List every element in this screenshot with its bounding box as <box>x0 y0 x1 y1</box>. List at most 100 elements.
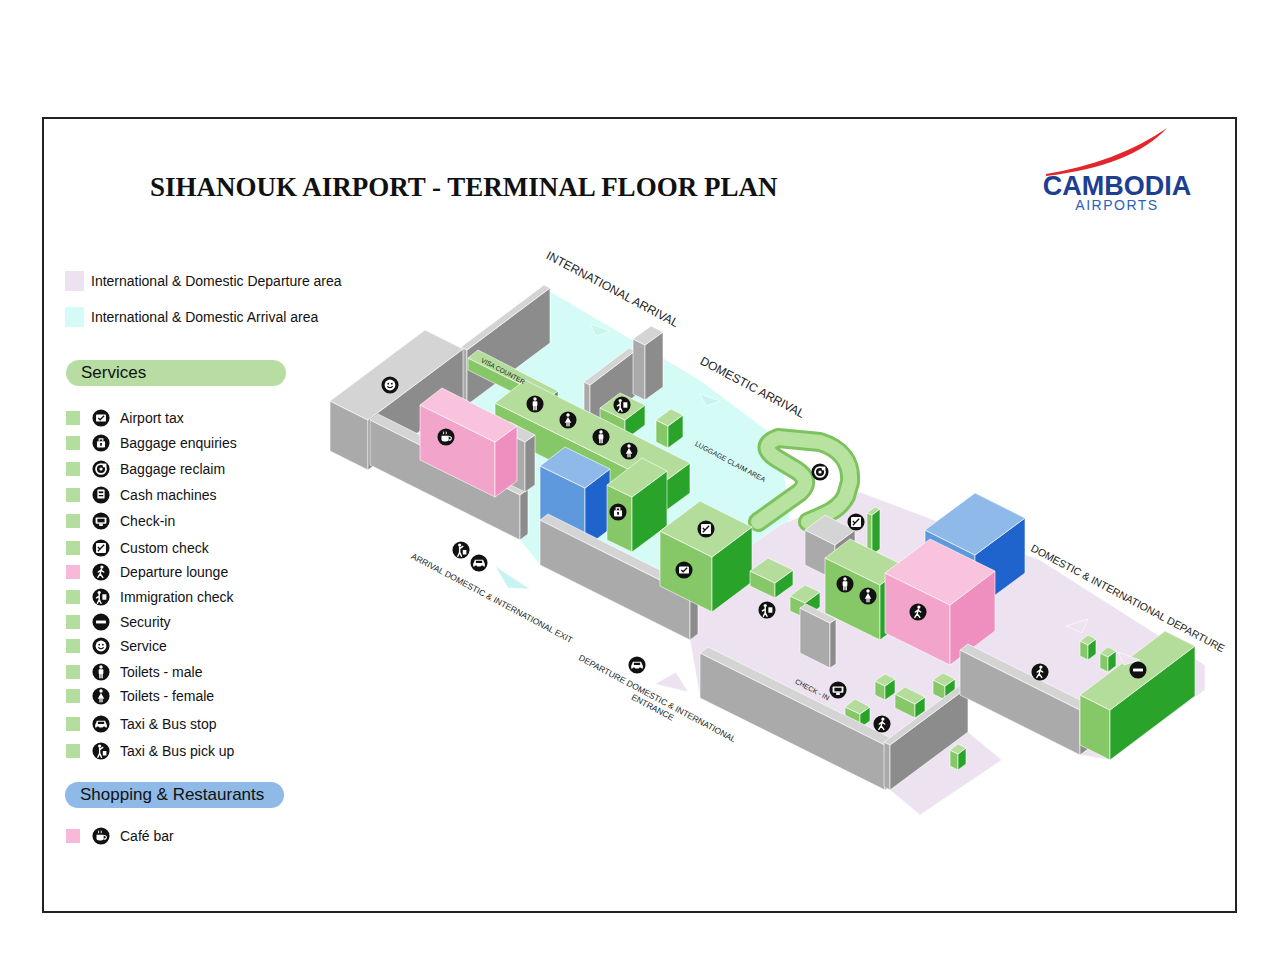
legend-icon <box>92 512 109 529</box>
page-title: SIHANOUK AIRPORT - TERMINAL FLOOR PLAN <box>150 172 777 203</box>
direction-arrow <box>495 566 530 589</box>
plan-icon <box>381 376 398 393</box>
legend-label: Service <box>120 638 167 654</box>
legend-label: Toilets - female <box>120 688 214 704</box>
block-face <box>830 619 836 668</box>
legend-swatch <box>66 829 80 843</box>
logo-swoosh <box>1046 128 1167 176</box>
counter-block <box>750 558 793 598</box>
legend-swatch <box>66 615 80 629</box>
plan-icon <box>559 411 576 428</box>
direction-label: DOMESTIC & INTERNATIONAL DEPARTURE <box>1029 542 1227 655</box>
legend-swatch <box>66 488 80 502</box>
legend-swatch <box>66 411 80 425</box>
section-band: Services <box>66 360 286 386</box>
counter-block <box>1100 647 1116 672</box>
legend-icon <box>92 742 109 759</box>
counter-block <box>950 744 966 770</box>
block-face <box>1080 635 1096 645</box>
direction-arrow <box>700 394 720 406</box>
legend-icon <box>92 715 109 732</box>
legend-label: Toilets - male <box>120 664 202 680</box>
block-face <box>890 687 968 790</box>
direction-arrow <box>1066 619 1088 633</box>
legend-swatch <box>66 744 80 758</box>
counter-block <box>656 409 683 448</box>
legend-swatch <box>65 271 84 291</box>
legend-swatch <box>66 665 80 679</box>
legend-label: International & Domestic Departure area <box>91 273 342 289</box>
customs-block <box>660 501 752 612</box>
legend-label: Café bar <box>120 828 174 844</box>
plan-icon <box>909 603 926 620</box>
legend-label: Custom check <box>120 540 209 556</box>
page-frame <box>43 118 1236 912</box>
block-face <box>607 458 667 497</box>
luggage-belt <box>758 438 850 522</box>
block-face <box>895 687 925 704</box>
counter-block <box>867 507 880 555</box>
block-face <box>633 339 645 400</box>
direction-arrow <box>655 672 688 692</box>
legend-swatch <box>66 639 80 653</box>
legend-label: International & Domestic Arrival area <box>91 309 318 325</box>
plan-icon <box>697 520 714 537</box>
plan-icon <box>1031 663 1048 680</box>
wall-block <box>960 644 1088 755</box>
legend-icon <box>92 563 109 580</box>
plan-icon <box>437 428 454 445</box>
plan-icon <box>609 503 626 520</box>
legend-icon <box>92 637 109 654</box>
block-face <box>750 558 793 583</box>
block-face <box>845 699 870 714</box>
plan-icon <box>526 395 543 412</box>
plan-icon <box>620 442 637 459</box>
block-face <box>600 393 645 420</box>
plan-icon <box>873 715 890 732</box>
plan-icon <box>470 554 487 571</box>
block-face <box>525 435 535 492</box>
section-heading: Services <box>81 363 146 383</box>
block-face <box>885 539 995 605</box>
direction-label: INTERNATIONAL ARRIVAL <box>544 249 681 331</box>
wall-block <box>800 604 836 668</box>
block-face <box>660 501 752 557</box>
legend-swatch <box>66 689 80 703</box>
plan-icon <box>613 396 630 413</box>
checkin-counter <box>895 687 925 718</box>
section-heading: Shopping & Restaurants <box>80 785 264 805</box>
departure-floor <box>655 492 1205 815</box>
legend-swatch <box>66 541 80 555</box>
plan-icon <box>836 575 853 592</box>
wall-block <box>884 684 968 790</box>
plan-icon <box>452 541 469 558</box>
area-label: VISA COUNTER <box>480 356 526 385</box>
plan-icon <box>847 513 864 530</box>
legend-icon <box>92 409 109 426</box>
legend-swatch <box>66 565 80 579</box>
block-face <box>790 585 820 603</box>
cafe-block <box>420 388 517 497</box>
legend-label: Taxi & Bus pick up <box>120 743 234 759</box>
plan-icon <box>628 656 645 673</box>
logo-subtitle: AIRPORTS <box>1075 197 1158 213</box>
legend-swatch <box>66 436 80 450</box>
luggage-belt <box>758 438 850 522</box>
plan-icon <box>829 681 846 698</box>
block-face <box>875 674 895 686</box>
block-face <box>584 348 635 385</box>
block-face <box>960 644 1088 710</box>
block-face <box>540 447 610 488</box>
legend-swatch <box>66 590 80 604</box>
legend-label: Immigration check <box>120 589 234 605</box>
lounge-block <box>885 539 995 665</box>
section-band: Shopping & Restaurants <box>65 782 284 808</box>
checkin-counter <box>875 674 895 700</box>
legend-label: Cash machines <box>120 487 217 503</box>
legend-icon <box>92 486 109 503</box>
plan-icon <box>1129 661 1146 678</box>
security-block <box>1080 631 1195 760</box>
block-face <box>884 684 968 745</box>
plan-icon <box>859 587 876 604</box>
